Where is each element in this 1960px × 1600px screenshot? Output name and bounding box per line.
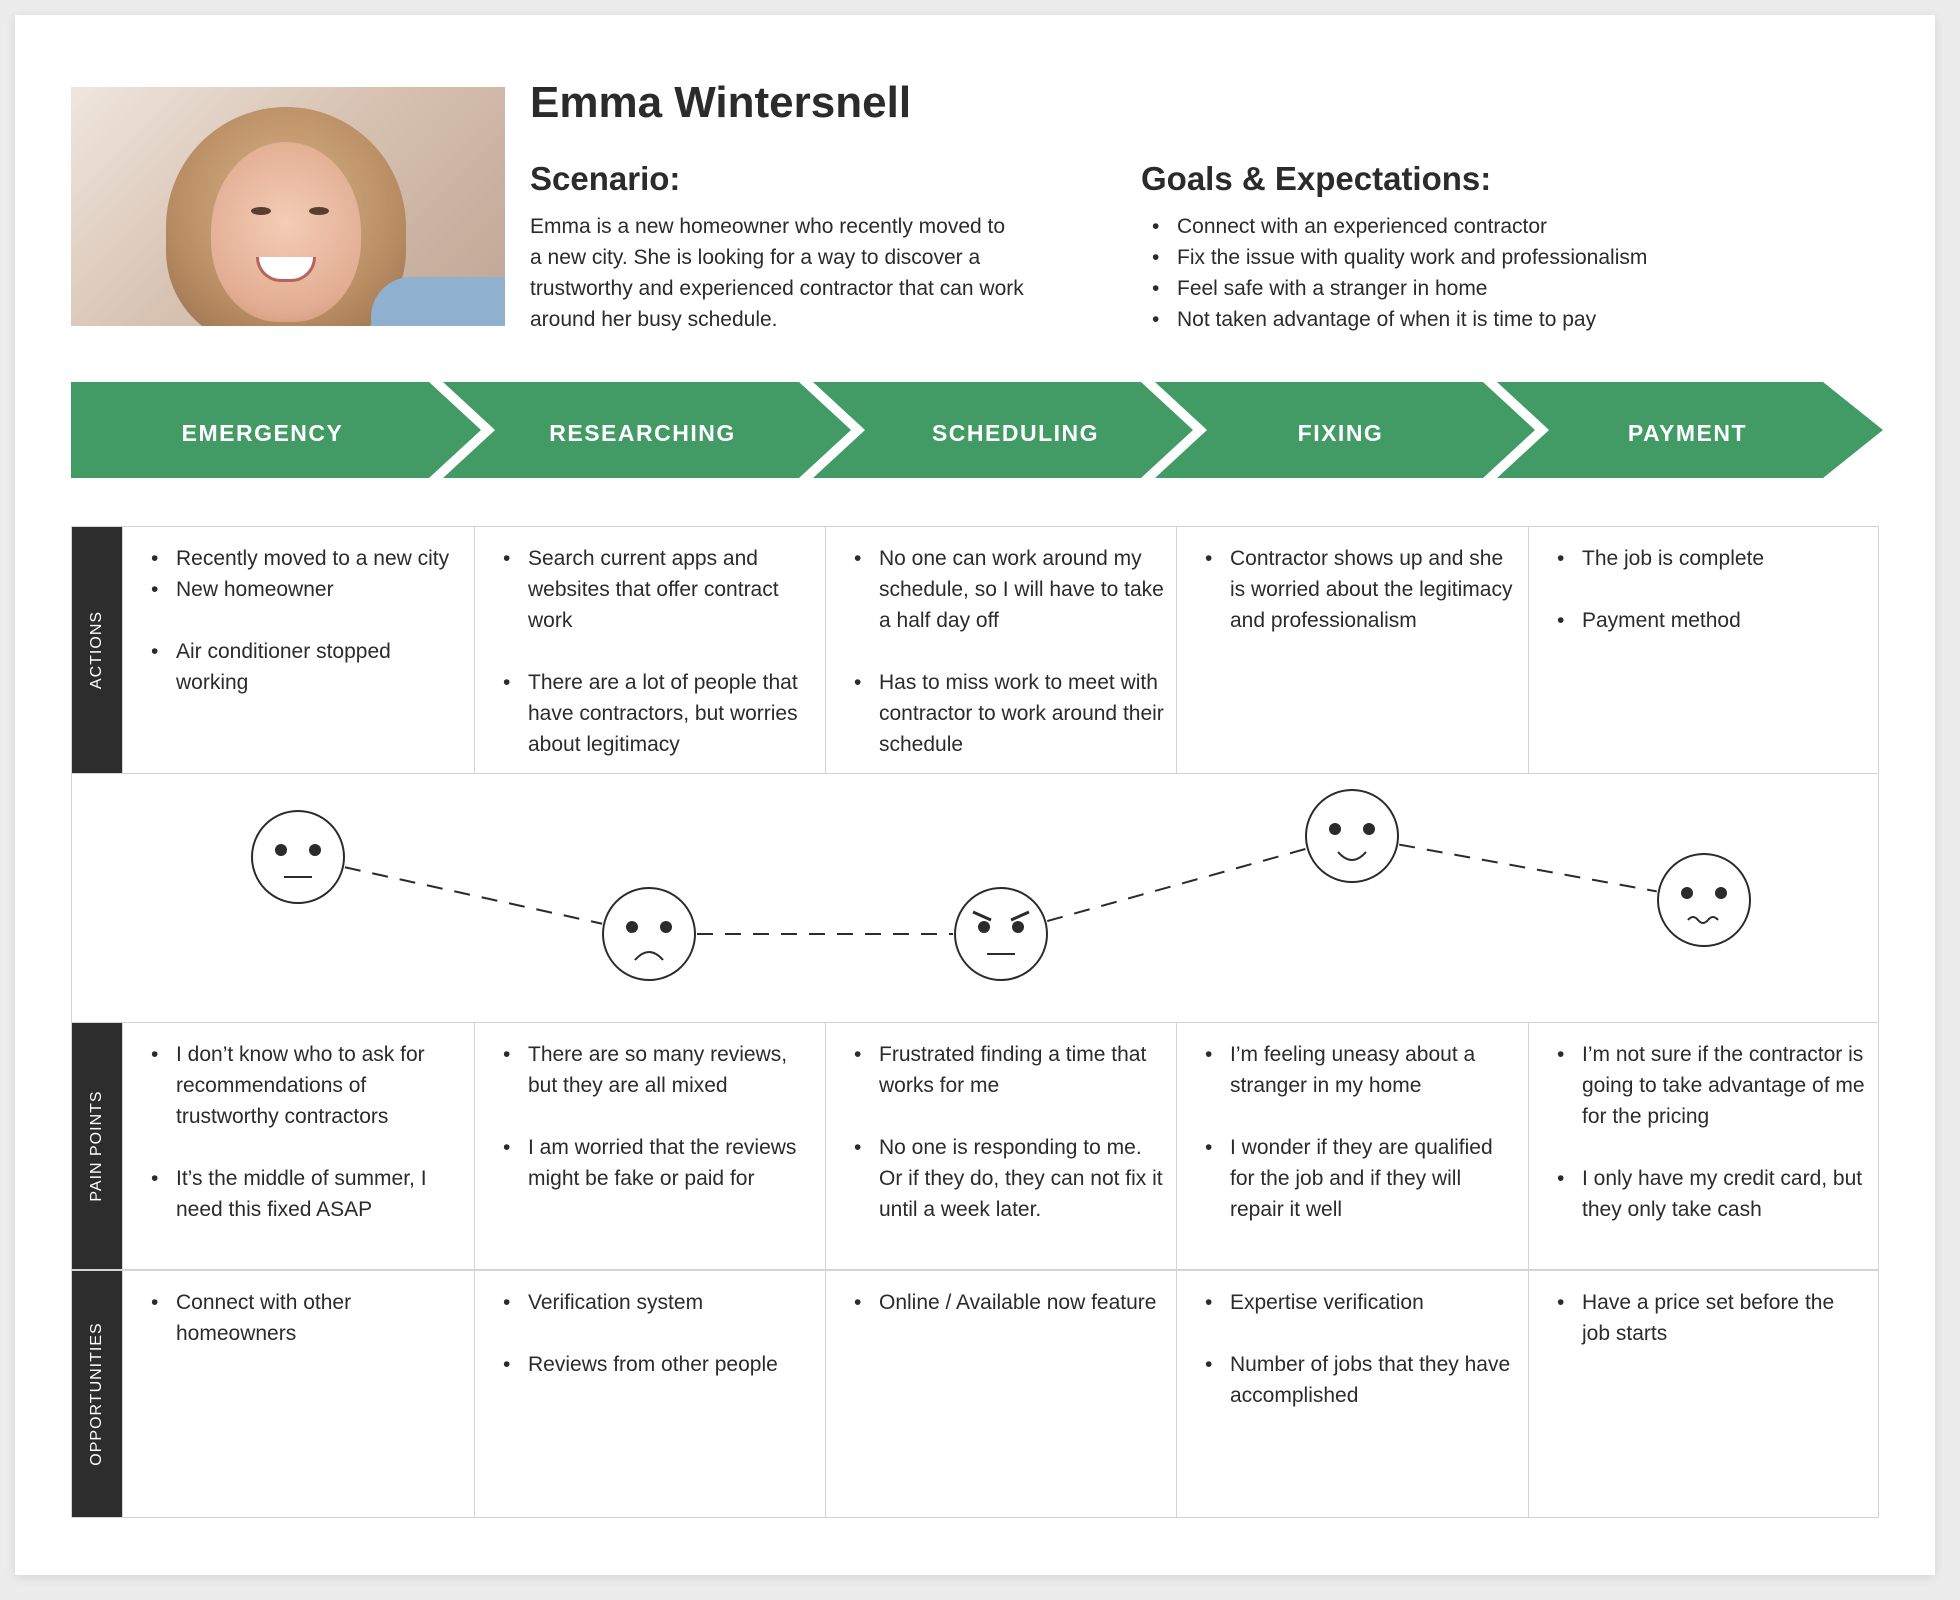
list-item: Reviews from other people	[503, 1349, 813, 1380]
scenario-line: Emma is a new homeowner who recently mov…	[530, 211, 1070, 242]
list-item: Verification system	[503, 1287, 813, 1318]
scenario-text: Emma is a new homeowner who recently mov…	[530, 211, 1070, 335]
scenario-line: a new city. She is looking for a way to …	[530, 242, 1070, 273]
list-item: Search current apps and websites that of…	[503, 543, 813, 636]
actions-cell-researching: Search current apps and websites that of…	[474, 527, 825, 773]
list-item: No one is responding to me. Or if they d…	[854, 1132, 1164, 1225]
photo-eye-right	[309, 207, 329, 215]
list-item: I don’t know who to ask for recommendati…	[151, 1039, 462, 1132]
photo-eye-left	[251, 207, 271, 215]
list-item: New homeowner	[151, 574, 462, 605]
list-item: Expertise verification	[1205, 1287, 1516, 1318]
list-item: It’s the middle of summer, I need this f…	[151, 1163, 462, 1225]
actions-cell-emergency: Recently moved to a new city New homeown…	[122, 527, 474, 773]
pain-points-row-label: PAIN POINTS	[72, 1023, 122, 1269]
face-eye	[660, 921, 672, 933]
face-sad-icon	[603, 888, 695, 980]
face-eye	[626, 921, 638, 933]
face-eye	[978, 921, 990, 933]
face-neutral-icon	[252, 811, 344, 903]
face-happy-icon	[1306, 790, 1398, 882]
goal-item: Feel safe with a stranger in home	[1152, 273, 1712, 304]
actions-cell-payment: The job is complete Payment method	[1528, 527, 1879, 773]
photo-jacket	[371, 277, 505, 326]
opp-cell-payment: Have a price set before the job starts	[1528, 1271, 1879, 1517]
list-item: Have a price set before the job starts	[1557, 1287, 1867, 1349]
list-item: I’m feeling uneasy about a stranger in m…	[1205, 1039, 1516, 1101]
list-item: No one can work around my schedule, so I…	[854, 543, 1164, 636]
goals-heading: Goals & Expectations:	[1141, 160, 1491, 198]
goal-item: Connect with an experienced contractor	[1152, 211, 1712, 242]
opp-cell-scheduling: Online / Available now feature	[825, 1271, 1176, 1517]
opp-cell-emergency: Connect with other homeowners	[122, 1271, 474, 1517]
opp-cell-fixing: Expertise verification Number of jobs th…	[1176, 1271, 1528, 1517]
persona-name: Emma Wintersnell	[530, 78, 911, 128]
scenario-line: around her busy schedule.	[530, 304, 1070, 335]
opportunities-row-label: OPPORTUNITIES	[72, 1271, 122, 1517]
scenario-heading: Scenario:	[530, 160, 680, 198]
actions-row: ACTIONS Recently moved to a new city New…	[71, 526, 1879, 774]
list-item: Frustrated finding a time that works for…	[854, 1039, 1164, 1101]
list-item: Recently moved to a new city	[151, 543, 462, 574]
stage-label-emergency: EMERGENCY	[140, 420, 385, 447]
stage-label-payment: PAYMENT	[1565, 420, 1810, 447]
stage-label-scheduling: SCHEDULING	[893, 420, 1138, 447]
emotion-connector	[345, 867, 602, 923]
emotion-curve	[72, 774, 1880, 1022]
list-item: Contractor shows up and she is worried a…	[1205, 543, 1516, 636]
face-eye	[309, 844, 321, 856]
emotion-connector	[1047, 849, 1306, 921]
stage-label-fixing: FIXING	[1218, 420, 1463, 447]
face-eye	[1012, 921, 1024, 933]
actions-cell-fixing: Contractor shows up and she is worried a…	[1176, 527, 1528, 773]
pain-cell-fixing: I’m feeling uneasy about a stranger in m…	[1176, 1023, 1528, 1269]
persona-photo	[71, 87, 505, 326]
face-eye	[1363, 823, 1375, 835]
list-item: Has to miss work to meet with contractor…	[854, 667, 1164, 760]
goals-list: Connect with an experienced contractor F…	[1152, 211, 1712, 335]
actions-row-label: ACTIONS	[72, 527, 122, 773]
pain-points-row: PAIN POINTS I don’t know who to ask for …	[71, 1022, 1879, 1270]
stage-label-researching: RESEARCHING	[520, 420, 765, 447]
emotion-curve-area	[71, 774, 1879, 1022]
list-item: Payment method	[1557, 605, 1867, 636]
list-item: The job is complete	[1557, 543, 1867, 574]
list-item: I am worried that the reviews might be f…	[503, 1132, 813, 1194]
pain-cell-emergency: I don’t know who to ask for recommendati…	[122, 1023, 474, 1269]
goal-item: Not taken advantage of when it is time t…	[1152, 304, 1712, 335]
face-angry-icon	[955, 888, 1047, 980]
pain-cell-researching: There are so many reviews, but they are …	[474, 1023, 825, 1269]
face-eye	[1681, 887, 1693, 899]
list-item: Online / Available now feature	[854, 1287, 1164, 1318]
actions-cell-scheduling: No one can work around my schedule, so I…	[825, 527, 1176, 773]
face-eye	[1715, 887, 1727, 899]
face-eye	[275, 844, 287, 856]
list-item: Connect with other homeowners	[151, 1287, 462, 1349]
face-uneasy-icon	[1658, 854, 1750, 946]
emotion-connector	[1399, 845, 1657, 892]
pain-cell-scheduling: Frustrated finding a time that works for…	[825, 1023, 1176, 1269]
goal-item: Fix the issue with quality work and prof…	[1152, 242, 1712, 273]
journey-grid: ACTIONS Recently moved to a new city New…	[71, 526, 1879, 1519]
list-item: I only have my credit card, but they onl…	[1557, 1163, 1867, 1225]
face-eye	[1329, 823, 1341, 835]
scenario-line: trustworthy and experienced contractor t…	[530, 273, 1070, 304]
list-item: I wonder if they are qualified for the j…	[1205, 1132, 1516, 1225]
list-item: Number of jobs that they have accomplish…	[1205, 1349, 1516, 1411]
list-item: There are so many reviews, but they are …	[503, 1039, 813, 1101]
list-item: There are a lot of people that have cont…	[503, 667, 813, 760]
list-item: I’m not sure if the contractor is going …	[1557, 1039, 1867, 1132]
opportunities-row: OPPORTUNITIES Connect with other homeown…	[71, 1270, 1879, 1518]
pain-cell-payment: I’m not sure if the contractor is going …	[1528, 1023, 1879, 1269]
opp-cell-researching: Verification system Reviews from other p…	[474, 1271, 825, 1517]
photo-face	[211, 142, 361, 322]
list-item: Air conditioner stopped working	[151, 636, 462, 698]
